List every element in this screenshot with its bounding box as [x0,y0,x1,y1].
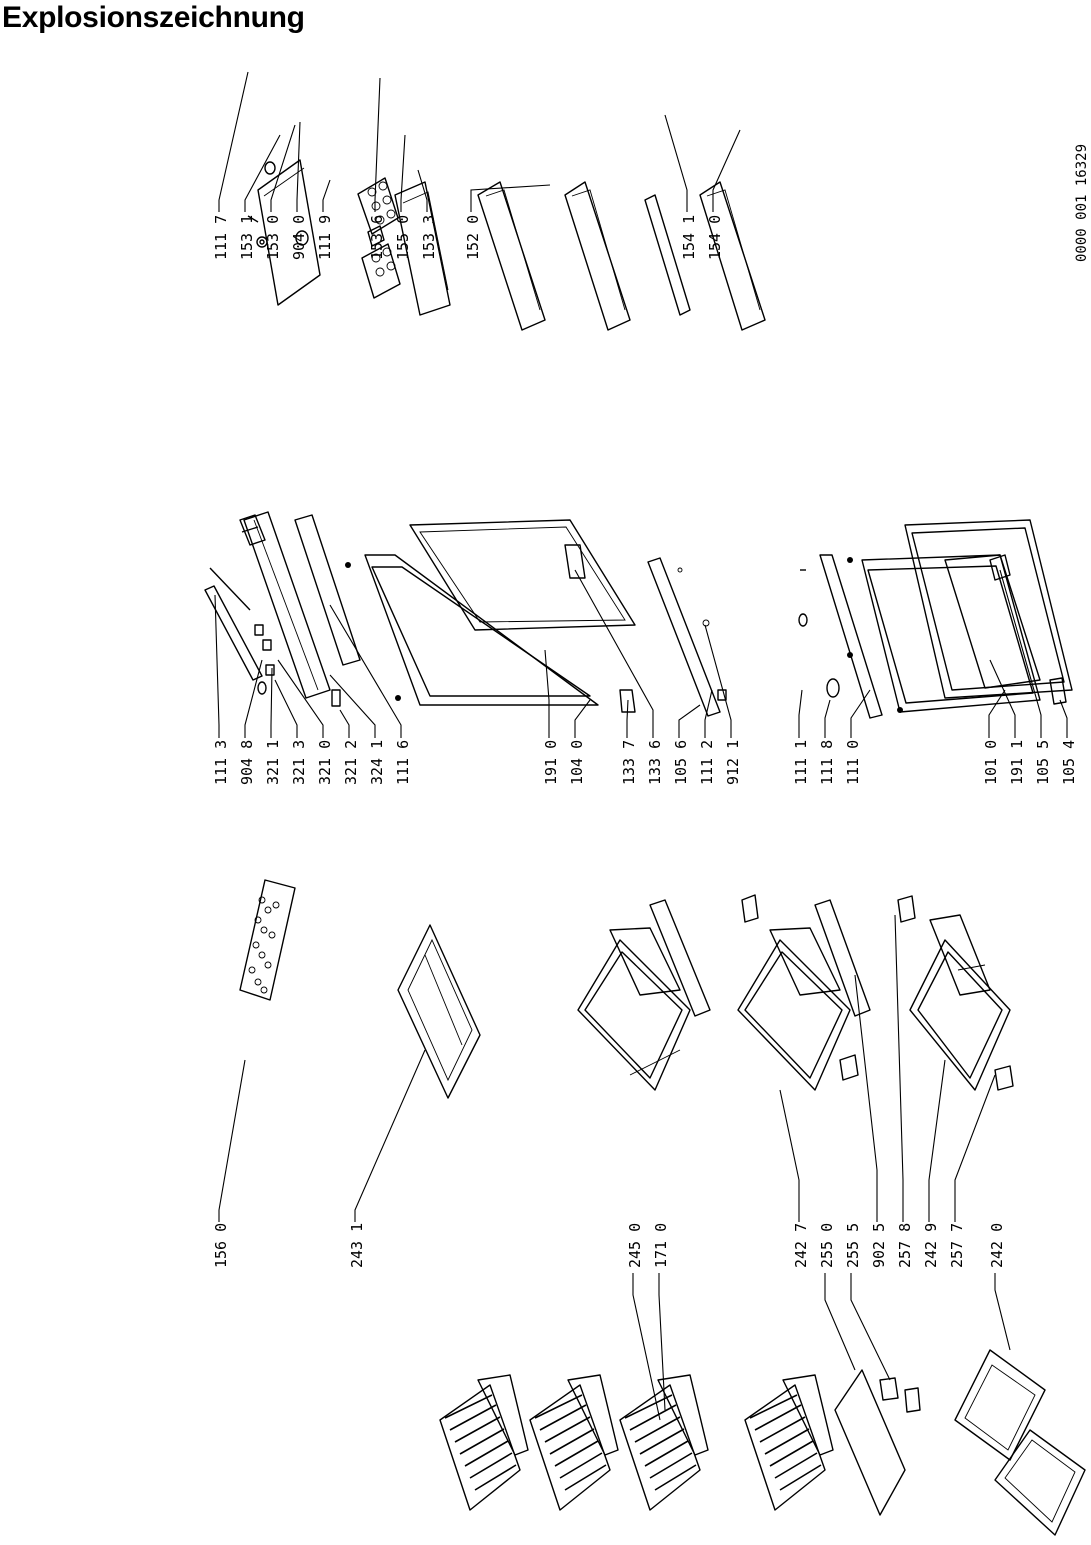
label-255-5: 255 5 [844,1223,862,1268]
label-156-0: 156 0 [212,1223,230,1268]
label-321-1: 321 1 [264,740,282,785]
label-104-0: 104 0 [568,740,586,785]
label-242-9: 242 9 [922,1223,940,1268]
label-257-7: 257 7 [948,1223,966,1268]
door-shelf-parts [247,159,766,331]
label-111-6: 111 6 [394,740,412,785]
label-242-7: 242 7 [792,1223,810,1268]
label-105-6: 105 6 [672,740,690,785]
wire-shelf-1 [439,1374,529,1511]
label-154-1: 154 1 [680,215,698,260]
label-191-0: 191 0 [542,740,560,785]
leader-lines [214,71,1068,1421]
document-number: 0000 001 16329 [1074,144,1090,262]
label-904-8: 904 8 [238,740,256,785]
wire-shelf-2 [529,1374,619,1511]
page-title: Explosionszeichnung [2,1,305,34]
label-111-7: 111 7 [212,215,230,260]
label-321-2: 321 2 [342,740,360,785]
label-153-1: 153 1 [238,215,256,260]
label-904-0: 904 0 [290,215,308,260]
wire-shelf-3 [619,1374,709,1511]
label-152-0: 152 0 [464,215,482,260]
label-105-5: 105 5 [1034,740,1052,785]
label-245-0: 245 0 [626,1223,644,1268]
label-243-1: 243 1 [348,1223,366,1268]
label-133-6: 133 6 [646,740,664,785]
label-902-5: 902 5 [870,1223,888,1268]
wire-shelf-4 [744,1374,834,1511]
label-111-0: 111 0 [844,740,862,785]
label-321-3: 321 3 [290,740,308,785]
label-155-0: 155 0 [394,215,412,260]
label-111-2: 111 2 [698,740,716,785]
part-labels: 111 7 153 1 153 0 904 0 111 9 153 6 155 … [212,144,1090,1268]
label-105-4: 105 4 [1060,740,1078,785]
label-242-0: 242 0 [988,1223,1006,1268]
door-assembly-parts [204,511,1073,719]
label-255-0: 255 0 [818,1223,836,1268]
label-111-9: 111 9 [316,215,334,260]
label-321-0: 321 0 [316,740,334,785]
label-111-8: 111 8 [818,740,836,785]
label-111-3: 111 3 [212,740,230,785]
label-912-1: 912 1 [724,740,742,785]
label-153-3: 153 3 [420,215,438,260]
label-257-8: 257 8 [896,1223,914,1268]
label-324-1: 324 1 [368,740,386,785]
label-101-0: 101 0 [982,740,1000,785]
label-111-1: 111 1 [792,740,810,785]
label-154-0: 154 0 [706,215,724,260]
drawer-and-shelf-parts [239,879,1086,1536]
label-133-7: 133 7 [620,740,638,785]
label-191-1: 191 1 [1008,740,1026,785]
label-171-0: 171 0 [652,1223,670,1268]
label-153-6: 153 6 [368,215,386,260]
